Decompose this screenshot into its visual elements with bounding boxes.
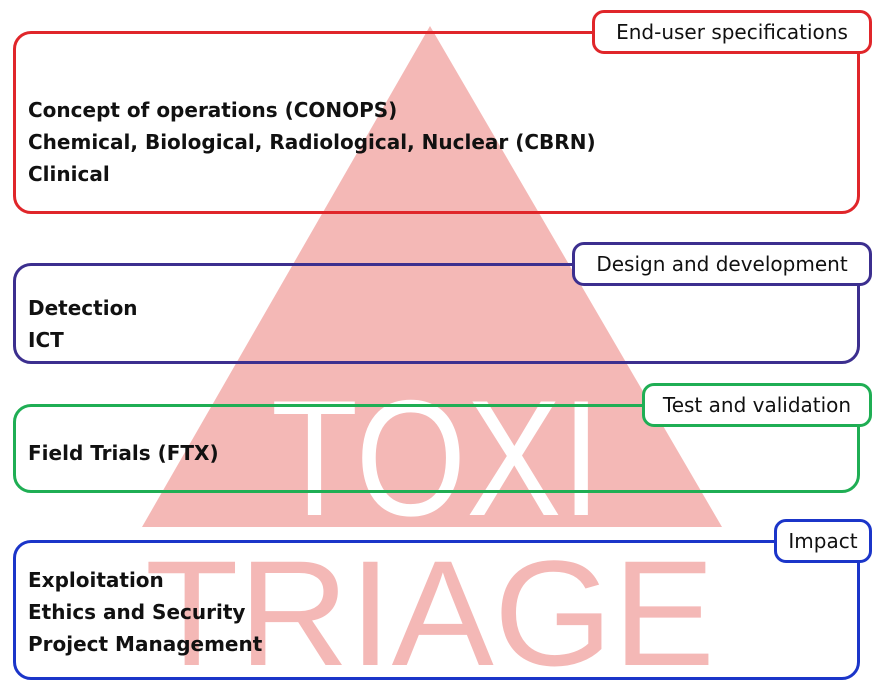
list-item: Chemical, Biological, Radiological, Nucl…: [28, 130, 596, 154]
list-item: Concept of operations (CONOPS): [28, 98, 398, 122]
section-design-items: Detection ICT: [28, 292, 138, 356]
section-test-box: [13, 404, 860, 493]
section-design-box: [13, 263, 860, 364]
list-item: Field Trials (FTX): [28, 441, 219, 465]
section-end-user-items: Concept of operations (CONOPS) Chemical,…: [28, 94, 596, 190]
list-item: Clinical: [28, 162, 110, 186]
section-impact-tag: Impact: [774, 519, 872, 563]
section-impact-items: Exploitation Ethics and Security Project…: [28, 564, 262, 660]
list-item: Exploitation: [28, 568, 164, 592]
watermark-line1: TOXI: [271, 366, 601, 550]
section-test-tag: Test and validation: [642, 383, 872, 427]
list-item: ICT: [28, 328, 64, 352]
watermark-line2: TRIAGE: [145, 529, 715, 673]
section-test-items: Field Trials (FTX): [28, 437, 219, 469]
list-item: Project Management: [28, 632, 263, 656]
list-item: Detection: [28, 296, 138, 320]
section-end-user-tag: End-user specifications: [592, 10, 872, 54]
section-end-user-box: [13, 31, 860, 214]
pyramid-triangle: [142, 26, 722, 527]
section-design-tag: Design and development: [572, 242, 872, 286]
list-item: Ethics and Security: [28, 600, 246, 624]
